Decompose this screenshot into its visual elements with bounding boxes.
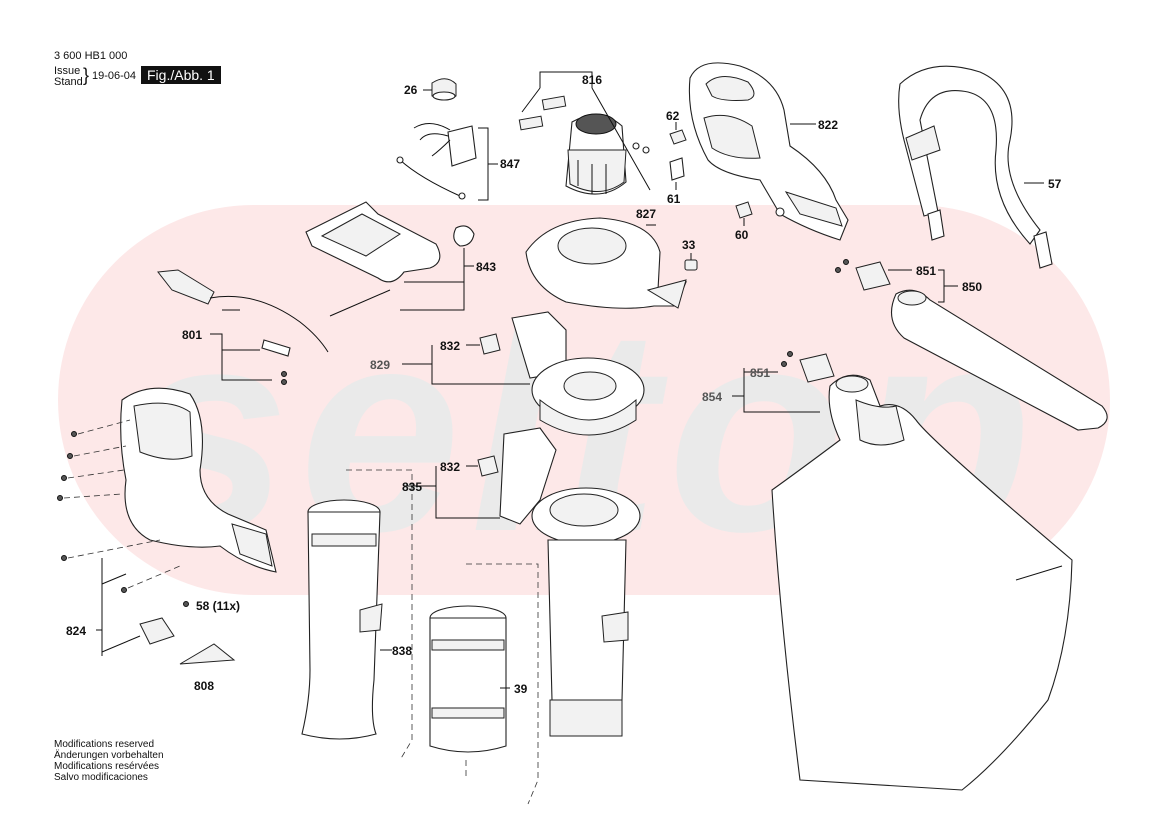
part-824-label [139, 617, 175, 645]
callout-39: 39 [514, 682, 528, 696]
callout-832-upper: 832 [440, 339, 460, 353]
part-832-knob-lower [477, 455, 499, 477]
part-835-lower-housing [499, 427, 641, 545]
callout-829: 829 [370, 358, 390, 372]
callout-801: 801 [182, 328, 202, 342]
part-824-blower-housing [120, 387, 277, 573]
part-847-switch [396, 123, 477, 200]
part-61-switch [669, 157, 685, 181]
callout-847: 847 [500, 157, 520, 171]
stand-label: Stand [54, 76, 83, 88]
callout-851-upper: 851 [916, 264, 936, 278]
callout-60: 60 [735, 228, 749, 242]
part-827-fan-cover [525, 217, 687, 309]
part-843-handle-bar [305, 201, 475, 317]
callout-61: 61 [667, 192, 681, 206]
part-808-label [179, 643, 236, 665]
callout-816: 816 [582, 73, 602, 87]
figure-label: Fig./Abb. 1 [141, 66, 221, 84]
callout-808: 808 [194, 679, 214, 693]
callout-57: 57 [1048, 177, 1062, 191]
part-39-coupler [429, 605, 507, 753]
part-851-latch-upper [835, 259, 891, 291]
note-es: Salvo modificaciones [54, 772, 148, 783]
part-60-button [735, 201, 753, 219]
part-33-spacer [684, 259, 698, 271]
brace: } [83, 65, 90, 85]
callouts: 26 816 62 822 57 847 61 827 60 33 843 85… [66, 73, 1062, 696]
callout-822: 822 [818, 118, 838, 132]
screws-58 [57, 419, 189, 607]
callout-851-lower: 851 [750, 366, 770, 380]
issue-date: 19-06-04 [92, 70, 137, 82]
part-851-latch-lower [781, 351, 835, 383]
footer-notes: Modifications reserved Änderungen vorbeh… [54, 739, 164, 783]
callout-58: 58 (11x) [196, 599, 240, 613]
part-822-handle-housing [688, 62, 849, 241]
part-801-power-cable [157, 269, 329, 385]
part-number: 3 600 HB1 000 [54, 50, 128, 62]
part-26-knob [431, 78, 457, 101]
callout-835: 835 [402, 480, 422, 494]
part-854-collection-bag [771, 374, 1073, 791]
part-829-housing [511, 311, 645, 436]
callout-26: 26 [404, 83, 418, 97]
part-62-cap [669, 129, 687, 145]
issue-label: Issue [54, 65, 81, 77]
callout-850: 850 [962, 280, 982, 294]
callout-832-lower: 832 [440, 460, 460, 474]
part-816-motor [518, 95, 650, 195]
callout-854: 854 [702, 390, 722, 404]
part-835-tube [547, 539, 629, 737]
callout-838: 838 [392, 644, 412, 658]
callout-824: 824 [66, 624, 86, 638]
callout-33: 33 [682, 238, 696, 252]
callout-62: 62 [666, 109, 680, 123]
note-fr: Modifications resérvées [54, 761, 160, 772]
note-en: Modifications reserved [54, 739, 155, 750]
part-850-nozzle [890, 289, 1108, 431]
callout-843: 843 [476, 260, 496, 274]
callout-827: 827 [636, 207, 656, 221]
part-838-tube [301, 499, 383, 740]
part-832-knob-upper [479, 333, 501, 355]
note-de: Änderungen vorbehalten [54, 750, 164, 761]
part-57-strap [898, 65, 1053, 269]
